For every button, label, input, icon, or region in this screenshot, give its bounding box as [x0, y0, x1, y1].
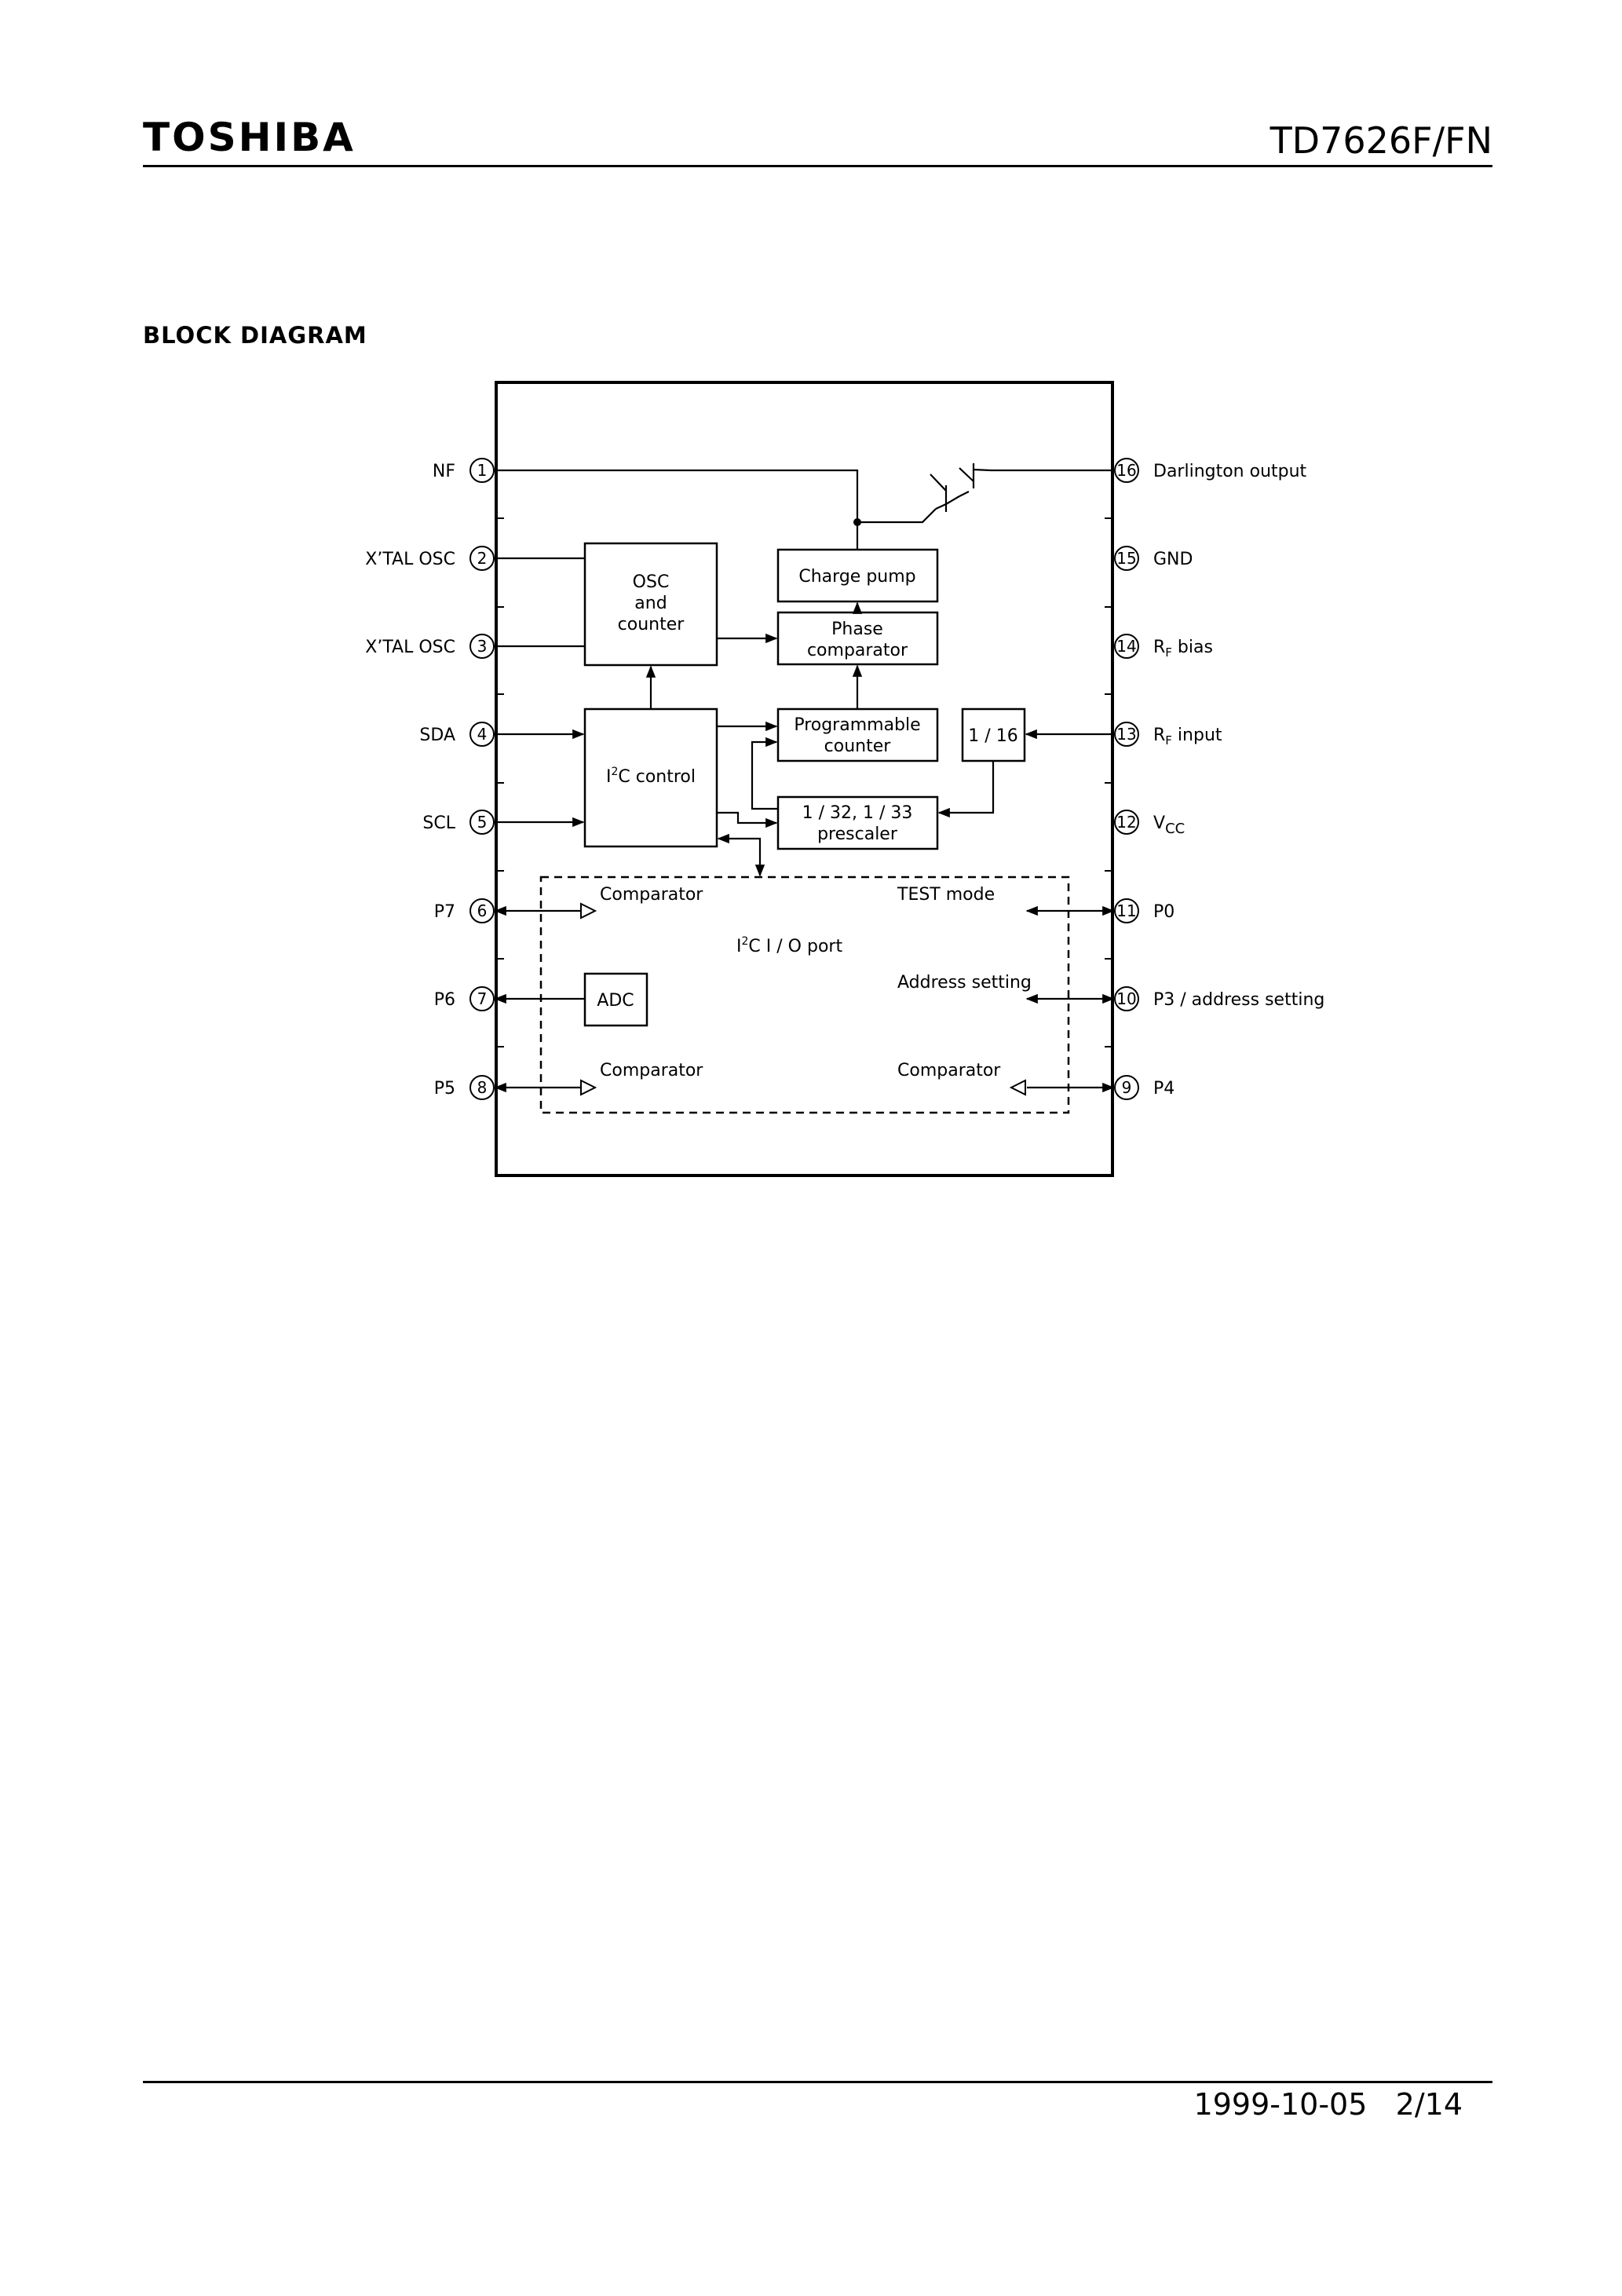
- pin-11: 11 P0: [1114, 898, 1174, 923]
- pin-1: 1 NF: [433, 458, 495, 483]
- svg-text:Phase: Phase: [831, 620, 883, 639]
- pin-10-number: 10: [1116, 989, 1136, 1008]
- pin-12: 12 VCC: [1114, 810, 1185, 837]
- pin-1-number: 1: [477, 461, 488, 480]
- pin-10: 10 P3 / address setting: [1114, 986, 1324, 1011]
- pin-7-number: 7: [477, 989, 488, 1008]
- pin-2-number: 2: [477, 549, 488, 568]
- pin-10-label: P3 / address setting: [1153, 990, 1324, 1010]
- svg-text:Programmable: Programmable: [794, 715, 920, 735]
- divider-to-prescaler-wire: [937, 761, 995, 818]
- svg-text:prescaler: prescaler: [817, 824, 898, 844]
- adc-block: ADC: [583, 972, 648, 1027]
- pin-4: 4 SDA: [419, 722, 495, 747]
- footer-rule: [143, 2081, 1492, 2083]
- svg-text:comparator: comparator: [807, 641, 908, 660]
- address-setting-label: Address setting: [897, 973, 1032, 993]
- pin-5-number: 5: [477, 813, 488, 832]
- io-port-label: I2C I / O port: [736, 935, 842, 956]
- svg-text:counter: counter: [618, 615, 685, 634]
- pin-6-number: 6: [477, 901, 488, 920]
- pin-15-label: GND: [1153, 550, 1193, 569]
- pin-15: 15 GND: [1114, 546, 1193, 571]
- footer: 1999-10-05 2/14: [1194, 2087, 1463, 2122]
- svg-text:1 / 32, 1 / 33: 1 / 32, 1 / 33: [802, 803, 913, 823]
- pin-4-label: SDA: [419, 726, 455, 745]
- prescaler-block: 1 / 32, 1 / 33 prescaler: [776, 795, 939, 850]
- pin-16-label: Darlington output: [1153, 462, 1307, 481]
- prescaler-to-counter-wire: [751, 737, 778, 810]
- pin-12-number: 12: [1116, 813, 1136, 832]
- pin-14: 14 RF bias: [1114, 634, 1213, 660]
- pin-16: 16 Darlington output: [1114, 458, 1307, 483]
- pin-9-label: P4: [1153, 1079, 1174, 1099]
- comparator-p5-icon: [580, 1079, 597, 1096]
- ic-package-outline: [495, 381, 1114, 1177]
- comparator-p7-icon: [580, 902, 597, 919]
- pin-2-label: X’TAL OSC: [365, 550, 455, 569]
- comparator-p4-label: Comparator: [897, 1061, 1001, 1080]
- pin-11-label: P0: [1153, 902, 1174, 922]
- pin-11-number: 11: [1116, 901, 1136, 920]
- pin-15-number: 15: [1116, 549, 1136, 568]
- svg-text:and: and: [634, 594, 667, 613]
- programmable-counter-block: Programmable counter: [776, 707, 939, 762]
- svg-text:OSC: OSC: [633, 572, 670, 592]
- i2c-to-prescaler-wire: [717, 811, 778, 828]
- divider-1-16-block: 1 / 16: [961, 707, 1026, 762]
- pin-7-label: P6: [434, 990, 455, 1010]
- pin-5: 5 SCL: [422, 810, 495, 835]
- test-mode-label: TEST mode: [897, 885, 995, 905]
- junction-dot: [853, 518, 861, 526]
- pin-13-number: 13: [1116, 725, 1136, 744]
- pin-16-number: 16: [1116, 461, 1136, 480]
- pin-2: 2 X’TAL OSC: [365, 546, 495, 571]
- pin-3-label: X’TAL OSC: [365, 638, 455, 657]
- darlington-transistor-icon: [930, 463, 1115, 512]
- pin-9-number: 9: [1122, 1078, 1132, 1097]
- comparator-p7-label: Comparator: [600, 885, 703, 905]
- brand-logo: TOSHIBA: [143, 115, 356, 160]
- pin-8-label: P5: [434, 1079, 455, 1099]
- comparator-p4-icon: [1009, 1079, 1026, 1096]
- i2c-control-block: I2C control: [583, 707, 718, 848]
- pin-3-number: 3: [477, 637, 488, 656]
- osc-counter-block: OSC and counter: [583, 542, 718, 667]
- pin-7: 7 P6: [434, 986, 495, 1011]
- svg-text:I2C control: I2C control: [606, 766, 696, 787]
- pin-6: 6 P7: [434, 898, 495, 923]
- pin-14-number: 14: [1116, 637, 1136, 656]
- i2c-to-io-wire: [717, 833, 765, 877]
- pin-6-label: P7: [434, 902, 455, 922]
- pin-9: 9 P4: [1114, 1075, 1174, 1100]
- charge-pump-block: Charge pump: [776, 548, 939, 603]
- svg-text:1 / 16: 1 / 16: [968, 726, 1017, 746]
- header-rule: [143, 165, 1492, 167]
- pin-5-label: SCL: [422, 813, 455, 833]
- pin-8-number: 8: [477, 1078, 488, 1097]
- pin-13: 13 RF input: [1114, 722, 1222, 748]
- pin-4-number: 4: [477, 725, 488, 744]
- pin-12-label: VCC: [1153, 813, 1185, 837]
- comparator-p5-label: Comparator: [600, 1061, 703, 1080]
- phase-comparator-block: Phase comparator: [776, 611, 939, 666]
- part-number: TD7626F/FN: [1269, 119, 1492, 162]
- nf-wire: [494, 469, 859, 550]
- pin-3: 3 X’TAL OSC: [365, 634, 495, 659]
- svg-text:Charge pump: Charge pump: [798, 567, 915, 587]
- section-title: BLOCK DIAGRAM: [143, 322, 367, 349]
- pin-1-label: NF: [433, 462, 455, 481]
- darlington-base-wire: [857, 508, 937, 524]
- footer-page: 2/14: [1395, 2087, 1463, 2122]
- svg-text:counter: counter: [824, 737, 892, 756]
- pin-8: 8 P5: [434, 1075, 495, 1100]
- pin-14-label: RF bias: [1153, 638, 1213, 660]
- pin-13-label: RF input: [1153, 726, 1222, 748]
- svg-text:ADC: ADC: [597, 991, 634, 1011]
- footer-date: 1999-10-05: [1193, 2087, 1368, 2122]
